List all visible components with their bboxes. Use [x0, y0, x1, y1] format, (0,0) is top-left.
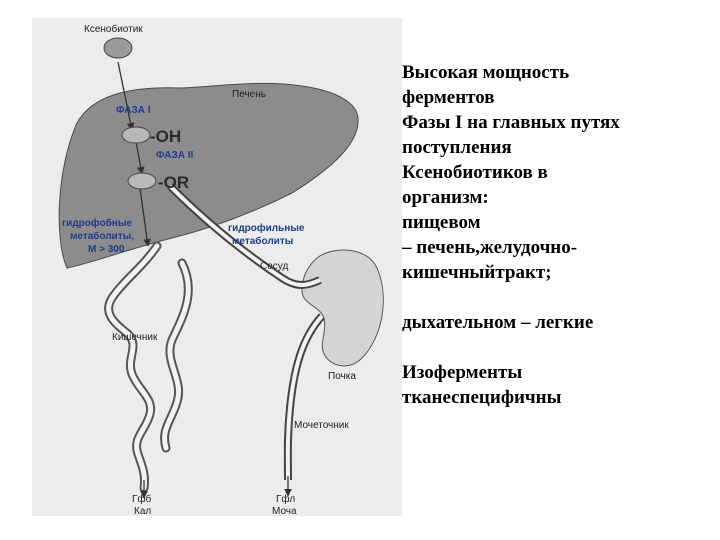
bile-label-2: Кал [134, 506, 151, 516]
text-line: Высокая мощность [402, 62, 570, 83]
phase2-label: ФАЗА II [156, 150, 194, 161]
text-line: – печень,желудочно- [402, 237, 578, 258]
vessel-tube-inner [168, 184, 321, 287]
xenobiotic-node [103, 37, 133, 59]
xenobiotic-label: Ксенобиотик [84, 23, 143, 35]
text-line: кишечныйтракт; [402, 262, 552, 283]
description-text: Высокая мощность ферментов Фазы I на гла… [402, 60, 702, 410]
text-line: дыхательном – легкие [402, 312, 594, 333]
metabolism-diagram: Печень Почка Кишечник Сосуд Мочеточник К… [32, 18, 402, 516]
intestine-label: Кишечник [112, 332, 158, 343]
arrow-phase1-to-phase2 [135, 141, 145, 175]
text-line: Ксенобиотиков в [402, 162, 548, 183]
hydrophobic-label-2: метаболиты, [70, 230, 134, 242]
oh-label: -OH [150, 127, 181, 146]
text-line: организм: [402, 187, 489, 208]
text-line: поступления [402, 137, 512, 158]
kidney-label: Почка [328, 371, 356, 382]
hydrophobic-label-3: М > 300 [88, 244, 125, 255]
diagram-svg: Печень Почка Кишечник Сосуд Мочеточник К… [32, 18, 402, 516]
urine-label-1: Гфл [276, 493, 295, 505]
arrow-xenobiotic-to-phase1 [117, 61, 135, 131]
text-line: ферментов [402, 87, 495, 108]
hydrophilic-label-1: гидрофильные [228, 222, 305, 234]
text-line: пищевом [402, 212, 481, 233]
text-line: Изоферменты [402, 362, 523, 383]
or-label: -OR [158, 173, 189, 192]
liver-label: Печень [232, 89, 266, 100]
text-spacer [402, 335, 702, 360]
intestine-tube-inner [106, 243, 160, 491]
hydrophobic-label-1: гидрофобные [62, 217, 132, 229]
text-spacer [402, 285, 702, 310]
phase1-label: ФАЗА I [116, 105, 151, 116]
bile-label-1: Гфб [132, 493, 152, 505]
hydrophilic-label-2: метаболиты [232, 235, 293, 247]
text-line: Фазы I на главных путях [402, 112, 620, 133]
ureter-label: Мочеточник [294, 420, 349, 431]
phase1-node [121, 126, 151, 144]
arrow-to-intestine [139, 187, 151, 247]
text-line: тканеспецифичны [402, 387, 562, 408]
ureter-tube-inner [285, 314, 324, 481]
phase2-node [127, 172, 157, 190]
urine-label-2: Моча [272, 506, 297, 516]
vessel-label: Сосуд [260, 261, 288, 272]
intestine-loop-inner [162, 260, 191, 451]
